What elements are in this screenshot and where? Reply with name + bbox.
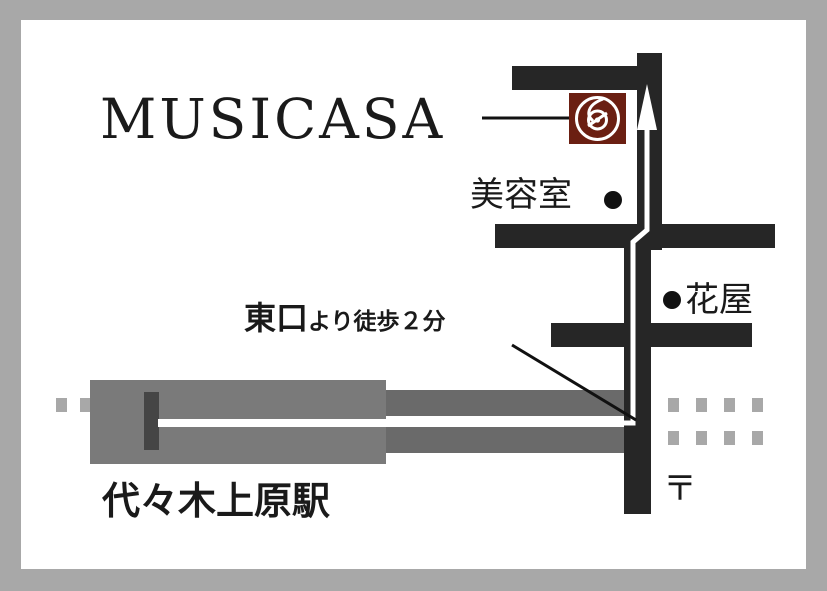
main-street — [624, 240, 651, 514]
flower-shop-marker — [663, 291, 681, 309]
platform-south — [380, 427, 645, 453]
station-name: 代々木上原駅 — [102, 479, 331, 523]
exit-label: 東口 — [244, 299, 309, 337]
beauty-salon-marker — [604, 191, 622, 209]
cross-street-lower — [551, 323, 752, 347]
beauty-salon-label: 美容室 — [470, 175, 572, 215]
musicasa-logo — [569, 93, 626, 144]
treble-clef-icon — [575, 96, 620, 141]
venue-name: MUSICASA — [100, 87, 446, 151]
station-bar — [144, 392, 159, 450]
walk-time-label: より徒歩２分 — [308, 309, 446, 335]
post-office-icon: 〒 — [663, 469, 697, 509]
top-street — [512, 66, 650, 90]
callout-leader — [511, 343, 637, 422]
platform-north — [380, 390, 645, 416]
flower-shop-label: 花屋 — [685, 280, 753, 320]
route-arrow-icon — [637, 84, 657, 130]
directions-text: 東口より徒歩２分 — [244, 302, 446, 334]
